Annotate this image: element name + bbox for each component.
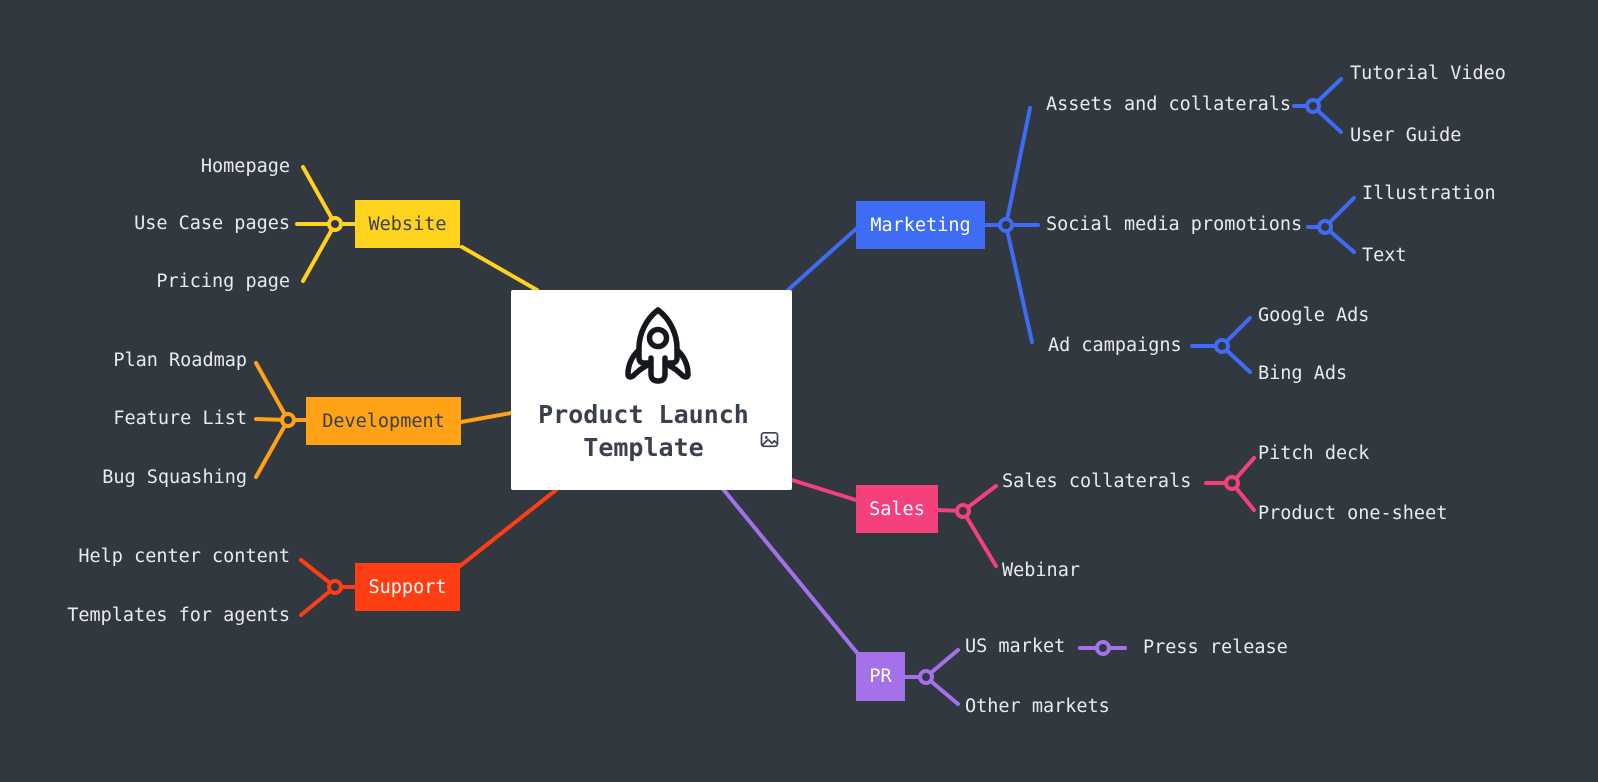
node-plan-roadmap[interactable]: Plan Roadmap xyxy=(113,349,247,371)
root-title: Product Launch Template xyxy=(538,400,749,462)
root-node-card[interactable]: Product Launch Template xyxy=(511,290,792,490)
node-pitch-deck[interactable]: Pitch deck xyxy=(1258,442,1370,464)
topic-pr[interactable]: PR xyxy=(856,652,905,701)
node-illustration[interactable]: Illustration xyxy=(1362,182,1496,204)
topic-support[interactable]: Support xyxy=(355,563,460,611)
rocket-icon xyxy=(625,307,691,384)
junction-dot-sales-collaterals[interactable] xyxy=(1224,475,1240,491)
topic-sales[interactable]: Sales xyxy=(856,485,938,533)
junction-dot-social[interactable] xyxy=(1317,219,1333,235)
node-ad-campaigns[interactable]: Ad campaigns xyxy=(1048,334,1182,356)
node-google-ads[interactable]: Google Ads xyxy=(1258,304,1370,326)
topic-marketing[interactable]: Marketing xyxy=(856,201,985,249)
node-us-market[interactable]: US market xyxy=(965,635,1066,657)
node-pricing-page[interactable]: Pricing page xyxy=(156,270,290,292)
junction-dot-us-market[interactable] xyxy=(1095,640,1111,656)
node-bing-ads[interactable]: Bing Ads xyxy=(1258,362,1348,384)
node-help-center-content[interactable]: Help center content xyxy=(78,545,290,567)
topic-website[interactable]: Website xyxy=(355,200,460,248)
junction-dot-sales[interactable] xyxy=(955,503,971,519)
topic-development[interactable]: Development xyxy=(306,397,461,445)
junction-dot-assets[interactable] xyxy=(1305,98,1321,114)
node-homepage[interactable]: Homepage xyxy=(200,155,290,177)
junction-dot-pr[interactable] xyxy=(918,669,934,685)
junction-dot-development[interactable] xyxy=(280,412,296,428)
node-tutorial-video[interactable]: Tutorial Video xyxy=(1350,62,1506,84)
junction-dot-website[interactable] xyxy=(327,216,343,232)
node-social-media-promotions[interactable]: Social media promotions xyxy=(1046,213,1303,235)
node-text[interactable]: Text xyxy=(1362,244,1407,266)
junction-dot-ad-campaigns[interactable] xyxy=(1214,338,1230,354)
node-press-release[interactable]: Press release xyxy=(1143,636,1288,658)
node-use-case-pages[interactable]: Use Case pages xyxy=(134,212,290,234)
node-templates-for-agents[interactable]: Templates for agents xyxy=(67,604,290,626)
node-feature-list[interactable]: Feature List xyxy=(113,407,247,429)
node-bug-squashing[interactable]: Bug Squashing xyxy=(102,466,247,488)
node-sales-collaterals[interactable]: Sales collaterals xyxy=(1002,470,1192,492)
node-webinar[interactable]: Webinar xyxy=(1002,559,1080,581)
node-other-markets[interactable]: Other markets xyxy=(965,695,1110,717)
image-icon xyxy=(760,431,779,448)
node-user-guide[interactable]: User Guide xyxy=(1350,124,1462,146)
node-assets-and-collaterals[interactable]: Assets and collaterals xyxy=(1046,93,1292,115)
node-product-one-sheet[interactable]: Product one-sheet xyxy=(1258,502,1448,524)
junction-dot-support[interactable] xyxy=(327,579,343,595)
junction-dot-marketing[interactable] xyxy=(998,217,1014,233)
